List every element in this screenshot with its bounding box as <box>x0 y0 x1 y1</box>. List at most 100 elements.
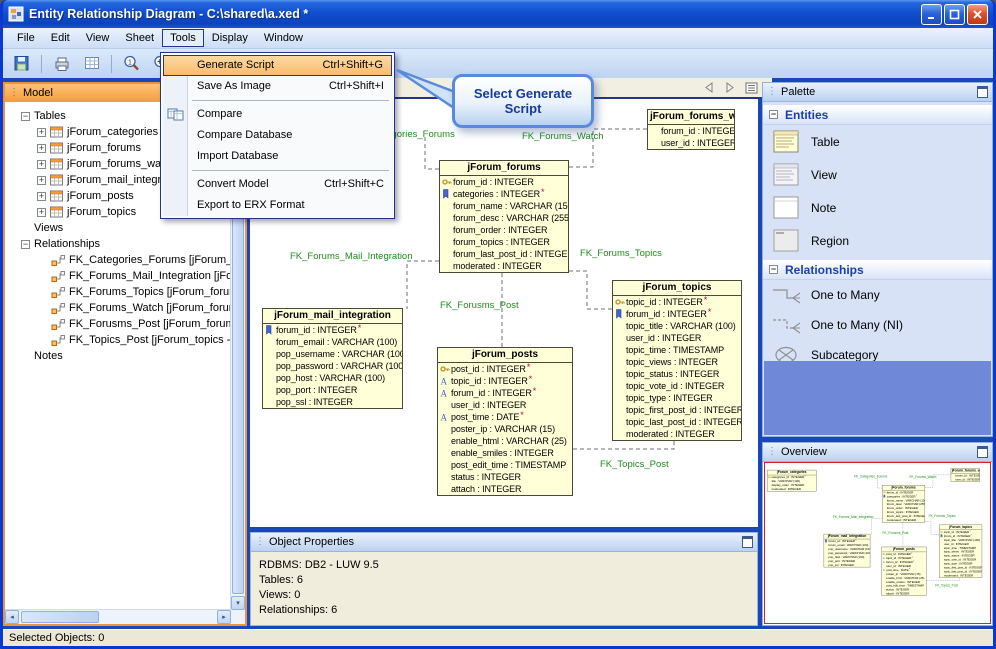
fk-label-fk-forusms-post: FK_Forusms_Post <box>882 531 909 535</box>
model-tree-hscrollbar[interactable]: ◂ ▸ <box>5 609 231 624</box>
palette-item-subcategory[interactable]: Subcategory <box>763 340 992 370</box>
diagram-field-poster-ip: poster_ip : VARCHAR (15) <box>882 572 926 576</box>
expand-icon[interactable]: + <box>37 190 46 201</box>
diagram-table-jforum-forums-watch[interactable]: jForum_forums_watchforum_id : INTEGER*us… <box>647 109 735 150</box>
svg-text:A: A <box>883 568 885 571</box>
menu-sheet[interactable]: Sheet <box>125 32 155 44</box>
tree-item-label: Tables <box>34 110 66 122</box>
scroll-left-icon[interactable]: ◂ <box>5 610 19 624</box>
tree-item-label: FK_Forusms_Post [jForum_forums - jForum_… <box>69 318 231 330</box>
diagram-field-topic-type: topic_type : INTEGER <box>940 562 982 566</box>
menu-item-compare-database[interactable]: Compare Database <box>163 125 392 146</box>
minimize-button[interactable] <box>921 3 942 25</box>
palette-item-view[interactable]: View <box>763 158 992 191</box>
required-star: * <box>528 375 533 384</box>
hscroll-thumb[interactable] <box>21 611 99 623</box>
tree-item-jforum-posts[interactable]: +jForum_posts <box>5 188 231 204</box>
scroll-right-icon[interactable]: ▸ <box>217 610 231 624</box>
palette-item-region[interactable]: Region <box>763 224 992 257</box>
property-line: Relationships: 6 <box>259 604 338 616</box>
tree-item-fk-forums-watch-jforum-forums-jf[interactable]: FK_Forums_Watch [jForum_forums - jForum_… <box>5 300 231 316</box>
save-button[interactable] <box>8 51 35 76</box>
collapse-icon[interactable]: − <box>769 264 778 274</box>
overview-header[interactable]: ⋮ Overview <box>763 443 992 462</box>
menu-item-import-database[interactable]: Import Database <box>163 146 392 167</box>
menu-file[interactable]: File <box>17 32 35 44</box>
grip-icon: ⋮ <box>767 86 777 97</box>
menu-item-export-to-erx-format[interactable]: Export to ERX Format <box>163 195 392 216</box>
nav-left-icon[interactable] <box>703 81 715 94</box>
zoom-actual-button[interactable]: 1 <box>118 51 145 76</box>
field-text: topic_first_post_id : INTEGER <box>943 565 982 570</box>
diagram-field-topic-first-post-id: topic_first_post_id : INTEGER <box>613 404 741 416</box>
expand-icon[interactable]: + <box>37 126 46 137</box>
expand-icon[interactable]: + <box>37 158 46 169</box>
tree-item-relationships[interactable]: −Relationships <box>5 236 231 252</box>
tree-item-jforum-forums[interactable]: +jForum_forums <box>5 140 231 156</box>
model-tree-vscrollbar[interactable]: ▴ ▾ <box>230 102 245 610</box>
tree-item-tables[interactable]: −Tables <box>5 108 231 124</box>
palette-item-note[interactable]: Note <box>763 191 992 224</box>
tree-item-jforum-forums-watch[interactable]: +jForum_forums_watch <box>5 156 231 172</box>
palette-item-one-to-many-ni[interactable]: One to Many (NI) <box>763 310 992 340</box>
grid-button[interactable] <box>78 51 105 76</box>
palette-header[interactable]: ⋮ Palette <box>763 83 992 102</box>
collapse-icon[interactable]: − <box>21 238 30 249</box>
dock-icon[interactable] <box>742 536 753 548</box>
sheet-list-icon[interactable] <box>745 82 758 94</box>
menu-view[interactable]: View <box>85 32 110 44</box>
expand-icon[interactable]: + <box>37 142 46 153</box>
tree-item-notes[interactable]: Notes <box>5 348 231 364</box>
collapse-icon[interactable]: − <box>21 110 30 121</box>
menu-window[interactable]: Window <box>263 32 303 44</box>
tree-item-jforum-topics[interactable]: +jForum_topics <box>5 204 231 220</box>
overview-viewport-rect[interactable] <box>764 462 991 624</box>
expand-icon[interactable]: + <box>37 206 46 217</box>
tree-item-fk-forums-mail-integration-jforu[interactable]: FK_Forums_Mail_Integration [jForum_forum… <box>5 268 231 284</box>
maximize-button[interactable] <box>944 3 965 25</box>
palette-item-one-to-many[interactable]: One to Many <box>763 280 992 310</box>
nav-right-icon[interactable] <box>724 81 736 94</box>
menu-item-compare[interactable]: Compare <box>163 104 392 125</box>
tree-item-fk-forusms-post-jforum-forums-jf[interactable]: FK_Forusms_Post [jForum_forums - jForum_… <box>5 316 231 332</box>
tree-item-jforum-mail-integration[interactable]: +jForum_mail_integration <box>5 172 231 188</box>
tree-item-jforum-categories[interactable]: +jForum_categories <box>5 124 231 140</box>
diagram-field-enable-smiles: enable_smiles : INTEGER <box>882 580 926 584</box>
tree-item-views[interactable]: Views <box>5 220 231 236</box>
menu-tools[interactable]: Tools <box>162 29 204 47</box>
expand-icon[interactable]: + <box>37 174 46 185</box>
dock-icon[interactable] <box>977 446 988 458</box>
menu-display[interactable]: Display <box>211 32 248 44</box>
tree-item-fk-topics-post-jforum-topics-jfo[interactable]: FK_Topics_Post [jForum_topics - jForum_p… <box>5 332 231 348</box>
fk-label-fk-categories-forums: FK_Categories_Forums <box>854 474 888 479</box>
collapse-icon[interactable]: − <box>769 109 778 119</box>
menu-edit[interactable]: Edit <box>50 32 70 44</box>
tree-item-fk-categories-forums-jforum-cate[interactable]: FK_Categories_Forums [jForum_categories … <box>5 252 231 268</box>
close-button[interactable] <box>967 3 988 25</box>
palette-item-table[interactable]: Table <box>763 125 992 158</box>
palette-group-entities[interactable]: −Entities <box>763 105 992 125</box>
print-button[interactable] <box>48 51 75 76</box>
scroll-down-icon[interactable]: ▾ <box>231 596 245 610</box>
tree-item-fk-forums-topics-jforum-forums-j[interactable]: FK_Forums_Topics [jForum_forums - jForum… <box>5 284 231 300</box>
toolbar-separator <box>111 54 112 73</box>
palette-group-relationships[interactable]: −Relationships <box>763 260 992 280</box>
dock-icon[interactable] <box>977 86 988 98</box>
diagram-table-jforum-forums-watch[interactable]: jForum_forums_watchforum_id : INTEGER*us… <box>950 468 980 482</box>
object-properties-header[interactable]: ⋮ Object Properties <box>251 533 757 552</box>
diagram-field-moderated: moderated : INTEGER <box>767 487 816 491</box>
